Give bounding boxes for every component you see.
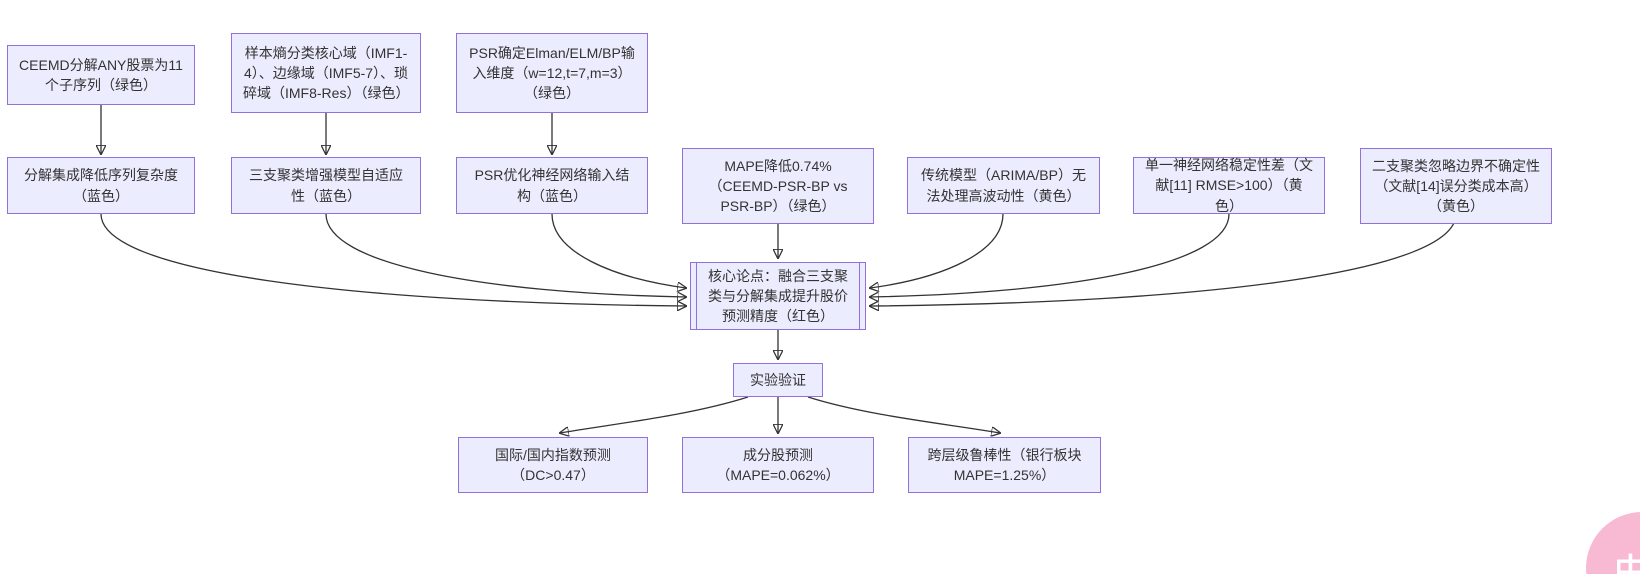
- node-traditional-model-limitation: 传统模型（ARIMA/BP）无法处理高波动性（黄色）: [907, 157, 1100, 214]
- node-constituent-stock-prediction: 成分股预测（MAPE=0.062%）: [682, 437, 874, 493]
- edge-mid6-core: [870, 213, 1230, 297]
- edge-mid2-core: [325, 213, 686, 297]
- node-cross-level-robustness: 跨层级鲁棒性（银行板块 MAPE=1.25%）: [908, 437, 1101, 493]
- core-thesis-label: 核心论点：融合三支聚类与分解集成提升股价预测精度（红色）: [708, 267, 848, 325]
- node-ceemd-decompose: CEEMD分解ANY股票为11个子序列（绿色）: [7, 45, 195, 105]
- node-core-thesis: 核心论点：融合三支聚类与分解集成提升股价预测精度（红色）: [690, 262, 866, 330]
- node-two-way-clustering-limitation: 二支聚类忽略边界不确定性（文献[14]误分类成本高）（黄色）: [1360, 148, 1552, 224]
- translate-button[interactable]: 中A: [1586, 512, 1640, 574]
- node-mape-reduction: MAPE降低0.74%（CEEMD-PSR-BP vs PSR-BP）（绿色）: [682, 148, 874, 224]
- node-three-way-clustering-adaptivity: 三支聚类增强模型自适应性（蓝色）: [231, 157, 421, 214]
- edge-verify-out1: [560, 396, 749, 433]
- node-sample-entropy-domains: 样本熵分类核心域（IMF1-4）、边缘域（IMF5-7）、琐碎域（IMF8-Re…: [231, 33, 421, 113]
- node-experimental-verification: 实验验证: [733, 363, 823, 397]
- edge-mid7-core: [870, 213, 1457, 306]
- node-single-nn-instability: 单一神经网络稳定性差（文献[11] RMSE>100）（黄色）: [1133, 157, 1325, 214]
- edge-mid5-core: [870, 213, 1004, 288]
- edge-verify-out3: [807, 396, 1000, 433]
- node-psr-optimize-input: PSR优化神经网络输入结构（蓝色）: [456, 157, 648, 214]
- edge-mid1-core: [100, 213, 686, 306]
- node-index-prediction: 国际/国内指数预测（DC>0.47）: [458, 437, 648, 493]
- node-decompose-reduce-complexity: 分解集成降低序列复杂度（蓝色）: [7, 157, 195, 214]
- node-psr-input-dimension: PSR确定Elman/ELM/BP输入维度（w=12,t=7,m=3）（绿色）: [456, 33, 648, 113]
- subroutine-bar-left-icon: [696, 263, 697, 329]
- edge-mid3-core: [551, 213, 686, 288]
- subroutine-bar-right-icon: [859, 263, 860, 329]
